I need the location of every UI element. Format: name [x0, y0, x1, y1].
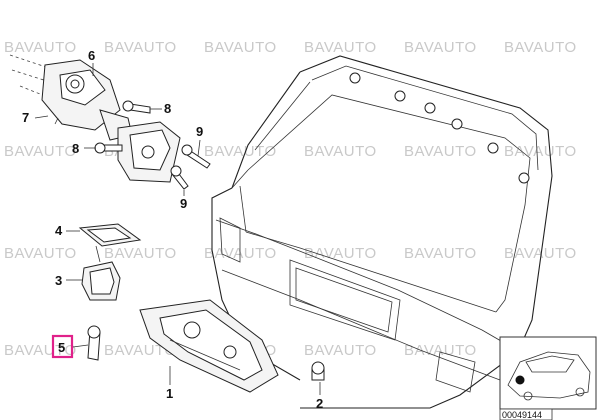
watermark-row-2c: BAVAUTO	[204, 143, 277, 160]
bolts-upper	[94, 100, 211, 190]
callout-5: 5	[58, 340, 65, 355]
watermark-row-2: BAVAUTO	[4, 143, 77, 160]
watermark-row-3e: BAVAUTO	[404, 245, 477, 262]
watermark-row-2e: BAVAUTO	[404, 143, 477, 160]
watermark-row-1d: BAVAUTO	[304, 39, 377, 56]
callout-1: 1	[166, 386, 173, 401]
callout-9-lower: 9	[180, 196, 187, 211]
watermark-row-1: BAVAUTO	[4, 39, 77, 56]
watermark-row-1b: BAVAUTO	[104, 39, 177, 56]
latch-parts	[78, 223, 142, 361]
watermark-row-3d: BAVAUTO	[304, 245, 377, 262]
watermark-row-1e: BAVAUTO	[404, 39, 477, 56]
car-thumbnail: 00049144	[499, 336, 597, 420]
watermark-row-3b: BAVAUTO	[104, 245, 177, 262]
leader-lines	[34, 63, 321, 395]
callout-5-highlight-box	[51, 334, 74, 359]
callout-7: 7	[22, 110, 29, 125]
watermark-row-3: BAVAUTO	[4, 245, 77, 262]
watermark-row-4b: BAVAUTO	[104, 342, 177, 359]
lower-lock-assembly	[139, 299, 325, 393]
watermark-row-4e: BAVAUTO	[404, 342, 477, 359]
upper-drive-assembly	[9, 54, 181, 183]
watermark-row-2d: BAVAUTO	[304, 143, 377, 160]
callout-3: 3	[55, 273, 62, 288]
watermark-row-1f: BAVAUTO	[504, 39, 577, 56]
callout-8-upper: 8	[164, 101, 171, 116]
callout-2: 2	[316, 396, 323, 411]
watermark-row-1c: BAVAUTO	[204, 39, 277, 56]
callout-9-upper: 9	[196, 124, 203, 139]
thumbnail-reference-number: 00049144	[502, 410, 542, 420]
watermark-row-4: BAVAUTO	[4, 342, 77, 359]
watermark-row-2f: BAVAUTO	[504, 143, 577, 160]
watermark-row-3f: BAVAUTO	[504, 245, 577, 262]
callout-labels: 6 7 8 8 9 9 4 3 5 1 2	[22, 48, 323, 411]
callout-4: 4	[55, 223, 63, 238]
callout-6: 6	[88, 48, 95, 63]
callout-8-lower: 8	[72, 141, 79, 156]
watermark-row-4d: BAVAUTO	[304, 342, 377, 359]
